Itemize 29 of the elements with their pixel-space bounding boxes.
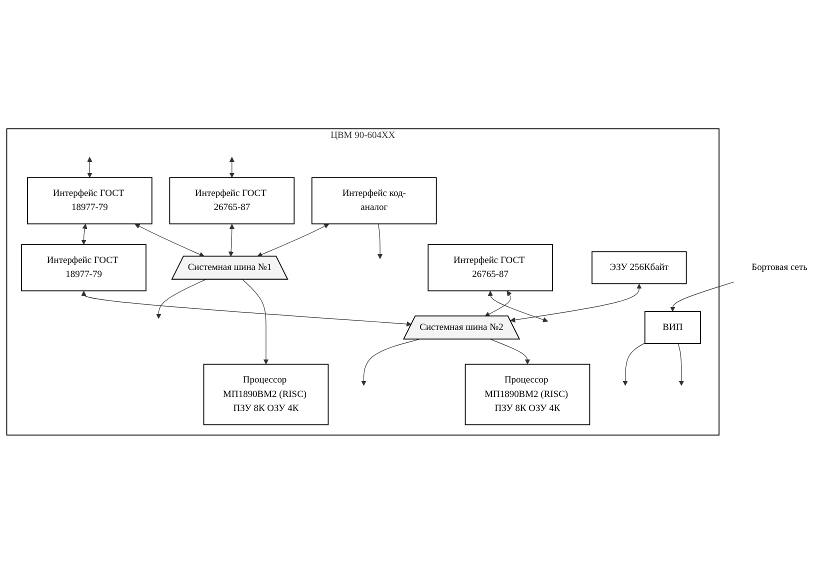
node-box: [311, 176, 437, 224]
arrow: [81, 290, 412, 326]
arrow: [156, 278, 206, 318]
cluster: [6, 128, 720, 436]
node-box: [21, 244, 146, 291]
node-box: [27, 176, 152, 224]
arrow: [229, 156, 235, 178]
node-text: Бортовая сеть: [752, 262, 808, 272]
arrow: [134, 223, 204, 256]
arrow: [242, 278, 269, 364]
node-box: [644, 310, 701, 344]
node-box: [592, 250, 687, 284]
node-box: [169, 176, 295, 224]
arrow: [377, 223, 383, 259]
arrow: [622, 342, 646, 386]
node-box: [428, 244, 554, 291]
arrow: [81, 223, 88, 244]
arrow: [510, 283, 642, 322]
arrow: [484, 290, 512, 316]
arrow: [257, 223, 330, 257]
arrow: [488, 290, 548, 322]
arrow: [490, 338, 530, 364]
arrow: [670, 281, 734, 312]
node-box: [203, 363, 329, 425]
node-box: [464, 363, 590, 425]
arrow: [228, 223, 235, 256]
arrow: [678, 342, 684, 386]
arrow: [87, 156, 92, 178]
arrow: [361, 338, 420, 386]
